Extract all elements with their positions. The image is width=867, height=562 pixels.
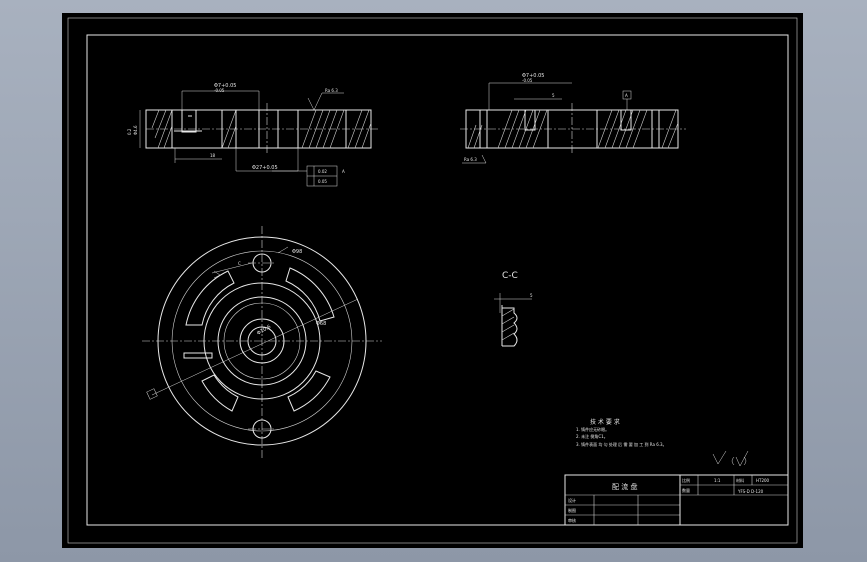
outer-frame (67, 17, 798, 544)
engineering-drawing: Φ7+0.05 -0.05 Φ27+0.05 18 Φ4.6 0.2 Ra 6.… (67, 17, 798, 544)
tech-req-line-3: 3. 铸件表面 均 匀 处理 后 需 要 加 工 到 Ra 6.3。 (576, 441, 667, 447)
scale-value: 1:1 (714, 478, 721, 483)
tol-2: 0.05 (318, 179, 327, 184)
dim-right-top2: -0.05 (522, 78, 533, 83)
tol-label: A (342, 169, 345, 174)
dim-left-bottom: Φ27+0.05 (252, 165, 278, 171)
dim-left-step: 18 (210, 153, 216, 158)
section-cc-label: C-C (502, 271, 518, 281)
material-label: 材料 (736, 477, 744, 483)
dim-left-top: Φ7+0.05 (214, 83, 236, 89)
datum-flag: A (625, 93, 628, 98)
dim-left-side2: 0.2 (127, 128, 132, 135)
dim-plan-r3: Φ68 (316, 321, 326, 327)
left-section-view: Φ7+0.05 -0.05 Φ27+0.05 18 Φ4.6 0.2 Ra 6.… (127, 83, 380, 187)
tech-req-line-2: 2. 未注 倒角C1。 (576, 433, 608, 439)
tol-1: 0.02 (318, 169, 327, 174)
drawing-number: YFS-D D-120 (737, 489, 764, 494)
dim-plan-r2: Φ10.6 (256, 324, 272, 337)
tech-req-title: 技 术 要 求 (590, 418, 620, 426)
dim-left-top2: -0.05 (214, 88, 225, 93)
dim-cc: 5 (530, 293, 533, 298)
roughness-left: Ra 6.3 (325, 88, 338, 93)
title-block: 配 流 盘 比例 1:1 材料 HT200 数量 YFS-D D-120 设计 … (564, 474, 789, 526)
tech-req-line-1: 1. 铸件应无砂眼。 (576, 426, 609, 432)
material-value: HT200 (756, 478, 770, 483)
row-design: 设计 (568, 497, 576, 503)
right-section-view: Φ7+0.05 -0.05 5 A Ra 6.3 (460, 73, 686, 164)
inner-frame (86, 34, 789, 526)
part-name: 配 流 盘 (612, 482, 637, 491)
dim-plan-c: C (238, 261, 241, 266)
roughness-symbol (712, 450, 727, 465)
dim-plan-r1: Φ98 (292, 249, 302, 255)
dim-right-small: 5 (552, 93, 555, 98)
roughness-right: Ra 6.3 (464, 157, 477, 162)
row-check: 审核 (568, 517, 576, 523)
dim-right-top: Φ7+0.05 (522, 73, 544, 79)
row-draw: 制图 (568, 507, 576, 513)
dim-left-side: Φ4.6 (133, 125, 138, 135)
scale-label: 比例 (682, 477, 690, 483)
plan-view: Φ98 Φ10.6 Φ68 C (142, 226, 382, 458)
section-cc: C-C 5 (494, 271, 533, 347)
technical-requirements: 技 术 要 求 1. 铸件应无砂眼。 2. 未注 倒角C1。 3. 铸件表面 均… (576, 418, 749, 467)
cad-viewport[interactable]: Φ7+0.05 -0.05 Φ27+0.05 18 Φ4.6 0.2 Ra 6.… (62, 13, 803, 548)
qty-label: 数量 (682, 487, 690, 493)
